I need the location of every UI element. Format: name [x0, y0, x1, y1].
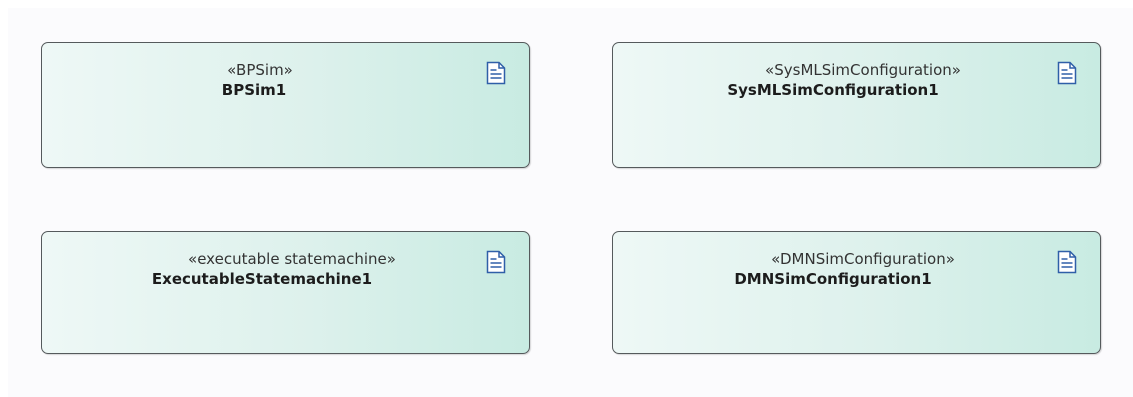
element-text: «SysMLSimConfiguration» SysMLSimConfigur… — [613, 60, 1053, 100]
document-icon — [485, 250, 507, 274]
element-name: DMNSimConfiguration1 — [734, 270, 932, 288]
element-name: ExecutableStatemachine1 — [151, 270, 373, 288]
element-name: BPSim1 — [221, 81, 287, 99]
element-stereotype: «executable statemachine» — [188, 250, 396, 268]
artifact-dmnsimconfiguration1[interactable]: «DMNSimConfiguration» DMNSimConfiguratio… — [612, 231, 1101, 354]
artifact-sysmlsimconfiguration1[interactable]: «SysMLSimConfiguration» SysMLSimConfigur… — [612, 42, 1101, 168]
element-text: «BPSim» BPSim1 — [34, 60, 474, 100]
document-icon — [1056, 250, 1078, 274]
document-icon — [1056, 61, 1078, 85]
element-stereotype: «SysMLSimConfiguration» — [765, 61, 961, 79]
element-text: «executable statemachine» ExecutableStat… — [42, 249, 482, 289]
element-stereotype: «BPSim» — [227, 61, 293, 79]
element-stereotype: «DMNSimConfiguration» — [771, 250, 955, 268]
element-name: SysMLSimConfiguration1 — [727, 81, 939, 99]
document-icon — [485, 61, 507, 85]
element-text: «DMNSimConfiguration» DMNSimConfiguratio… — [613, 249, 1053, 289]
artifact-bpsim1[interactable]: «BPSim» BPSim1 — [41, 42, 530, 168]
artifact-executablestatemachine1[interactable]: «executable statemachine» ExecutableStat… — [41, 231, 530, 354]
